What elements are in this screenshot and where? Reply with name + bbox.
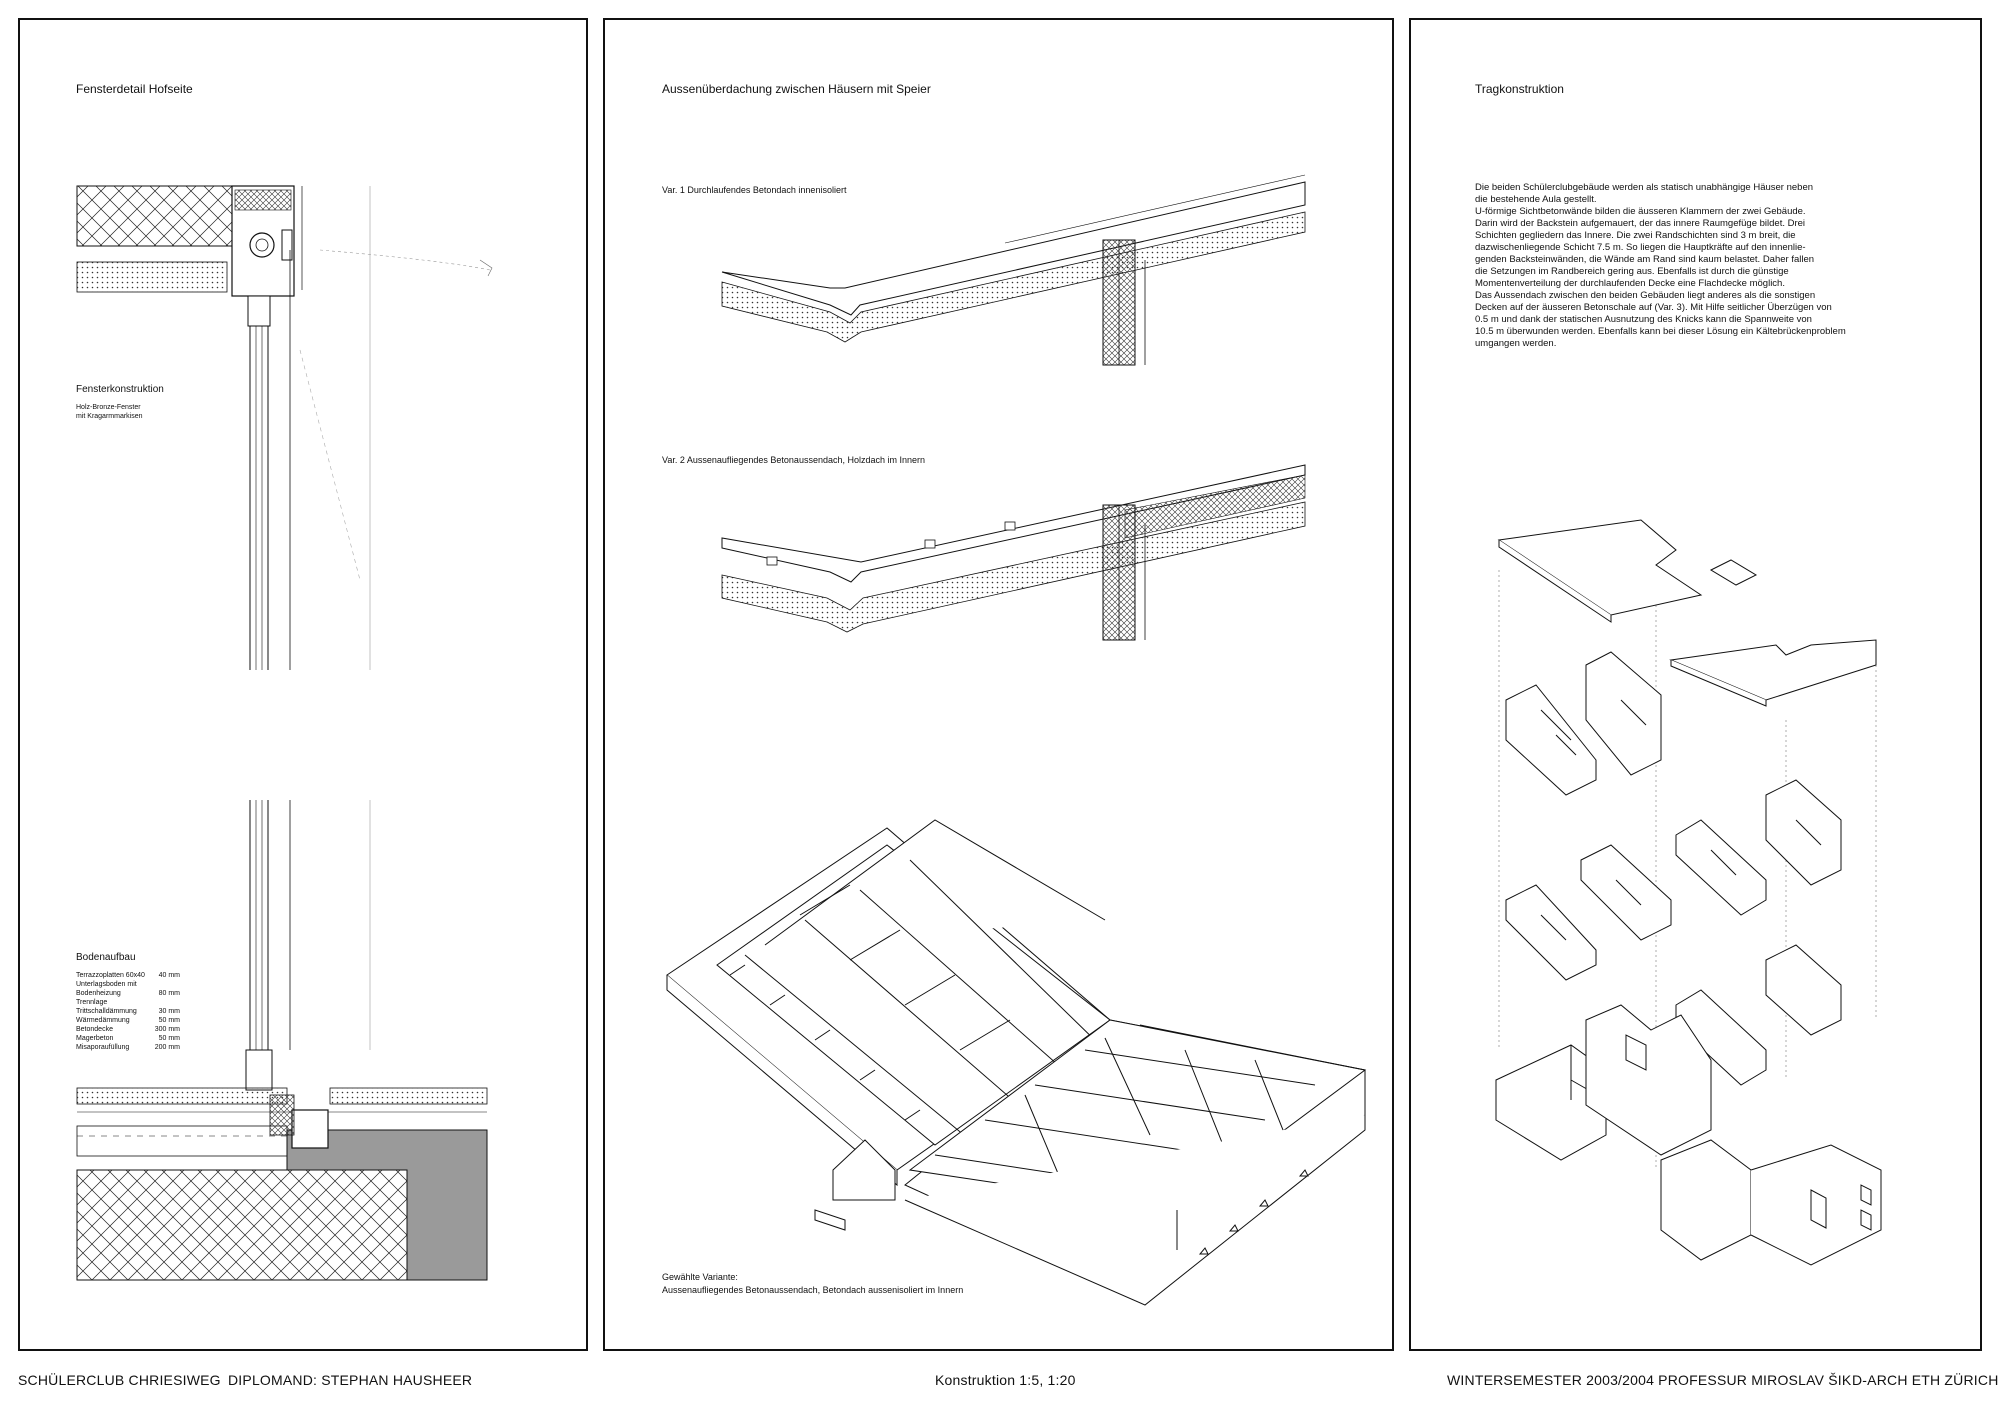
footer-school: D-ARCH ETH ZÜRICH [1852, 1372, 1999, 1388]
variant-1-label: Var. 1 Durchlaufendes Betondach inneniso… [662, 185, 847, 195]
variant-1-section [721, 174, 1306, 366]
window-detail-drawing [76, 185, 493, 1281]
text-line: die Setzungen im Randbereich gering aus.… [1475, 266, 1789, 277]
text-line: Decken auf der äusseren Betonschale auf … [1475, 302, 1832, 313]
text-line: Die beiden Schülerclubgebäude werden als… [1475, 182, 1814, 193]
window-construction-line-2: mit Kragarmmarkisen [76, 413, 143, 420]
footer-project: SCHÜLERCLUB CHRIESIWEG [18, 1372, 221, 1388]
panel1-title: Fensterdetail Hofseite [76, 82, 193, 96]
footer-semester: WINTERSEMESTER 2003/2004 PROFESSUR MIROS… [1447, 1372, 1852, 1388]
roof-sections-drawing [666, 174, 1367, 1306]
footer-student: DIPLOMAND: STEPHAN HAUSHEER [228, 1372, 473, 1388]
text-line: dazwischenliegende Schicht 7.5 m. So lie… [1475, 242, 1806, 253]
window-construction-line-1: Holz-Bronze-Fenster [76, 404, 141, 411]
panel2-title: Aussenüberdachung zwischen Häusern mit S… [662, 82, 931, 96]
text-line: 10.5 m überwunden werden. Ebenfalls kann… [1475, 326, 1846, 337]
variant-2-label: Var. 2 Aussenaufliegendes Betonaussendac… [662, 455, 926, 465]
chosen-variant-text: Aussenaufliegendes Betonaussendach, Beto… [662, 1285, 964, 1295]
text-line: 0.5 m und dank der statischen Ausnutzung… [1475, 314, 1812, 325]
text-line: U-förmige Sichtbetonwände bilden die äus… [1475, 206, 1806, 217]
chosen-variant-label: Gewählte Variante: [662, 1272, 738, 1282]
structure-description: Die beiden Schülerclubgebäude werden als… [1475, 182, 1895, 350]
panel3-title: Tragkonstruktion [1475, 82, 1564, 96]
text-line: genden Backsteinwänden, die Wände am Ran… [1475, 254, 1815, 265]
text-line: umgangen werden. [1475, 338, 1557, 349]
floor-layer: Unterlagsboden mit [76, 981, 137, 988]
floor-buildup-heading: Bodenaufbau [76, 952, 136, 963]
panel-structure: Tragkonstruktion Die beiden Schülerclubg… [1409, 18, 1982, 1351]
floor-layer: Trennlage [76, 999, 108, 1006]
text-line: Das Aussendach zwischen den beiden Gebäu… [1475, 290, 1816, 301]
isometric-roof-drawing [666, 819, 1367, 1306]
variant-2-section [721, 464, 1306, 641]
text-line: Darin wird der Backstein aufgemauert, de… [1475, 218, 1806, 229]
footer-scale: Konstruktion 1:5, 1:20 [935, 1372, 1076, 1388]
text-line: Schichten gegliedern das Innere. Die zwe… [1475, 230, 1796, 241]
panel-roof-canopy: Aussenüberdachung zwischen Häusern mit S… [603, 18, 1394, 1351]
text-line: die bestehende Aula gestellt. [1475, 194, 1597, 205]
panel-window-detail: Fensterdetail Hofseite [18, 18, 588, 1351]
window-construction-heading: Fensterkonstruktion [76, 384, 164, 395]
text-line: Momentenverteilung der durchlaufenden De… [1475, 278, 1785, 289]
exploded-axonometric-drawing [1495, 519, 1882, 1266]
